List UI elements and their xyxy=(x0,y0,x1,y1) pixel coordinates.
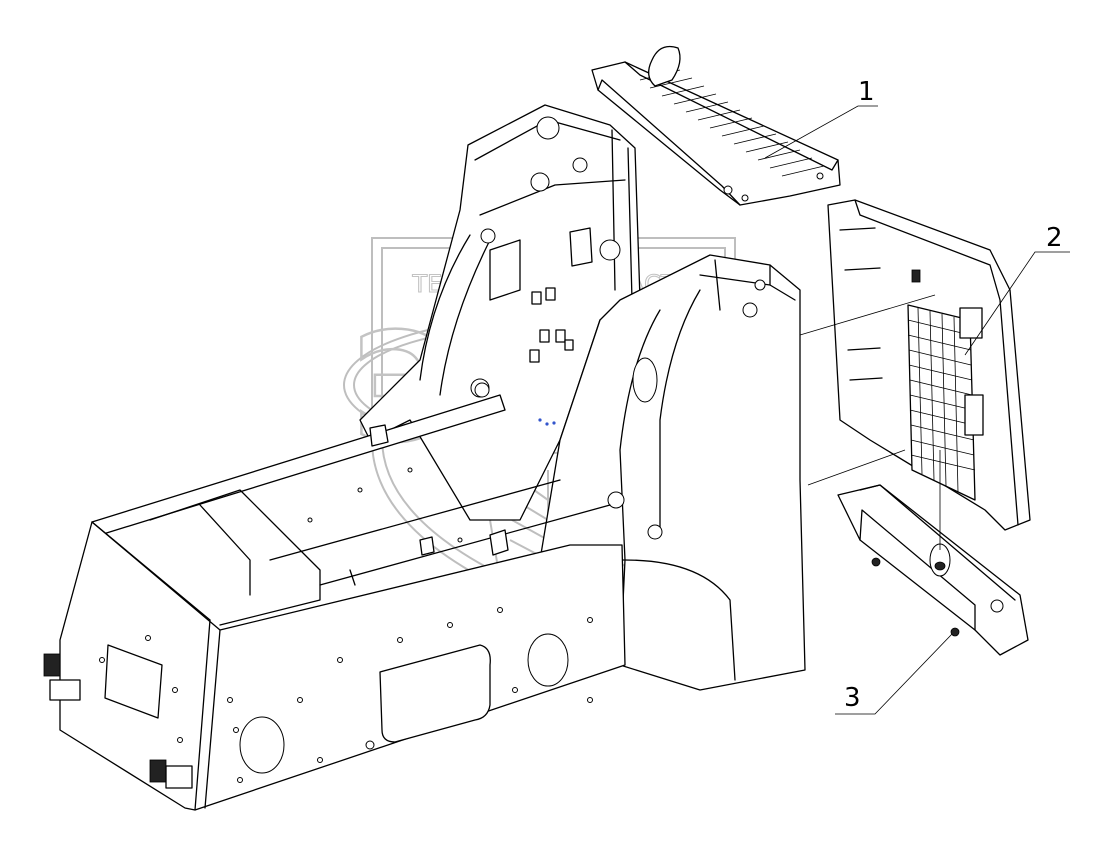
boom-pivot-top xyxy=(536,116,560,140)
callout-1-label: 1 xyxy=(858,77,875,107)
callout-1-leader xyxy=(764,105,878,159)
part-1-top-grille-cover xyxy=(591,45,841,206)
pivot-bushing xyxy=(599,239,621,261)
radiator-mesh xyxy=(907,304,976,501)
callout-2-label: 2 xyxy=(1046,223,1063,253)
callout-3-leader xyxy=(835,633,953,715)
assembly-lines xyxy=(799,294,941,550)
hinge-rear-lower xyxy=(149,759,167,783)
callout-2: 2 xyxy=(964,223,1070,356)
axle-hole-front xyxy=(527,633,569,687)
callout-3-label: 3 xyxy=(844,683,861,713)
callout-2-leader xyxy=(964,251,1070,356)
nut-right xyxy=(950,627,960,637)
callout-1: 1 xyxy=(764,77,878,159)
part-2-radiator-grille-panel xyxy=(827,199,1031,531)
right-boom-tower xyxy=(474,254,806,691)
accent-fastener-dots xyxy=(538,418,556,426)
frame-bolt-holes xyxy=(99,467,593,783)
nut-left xyxy=(871,557,881,567)
hinge-rear-upper xyxy=(43,653,61,677)
callout-3: 3 xyxy=(835,633,953,715)
side-inspection-cover xyxy=(379,644,491,743)
tower-access-hole xyxy=(632,357,658,403)
rear-access-panel xyxy=(104,644,163,719)
grille-louvres xyxy=(639,69,825,177)
axle-hole-rear xyxy=(239,716,285,774)
exhaust-pipe xyxy=(648,45,681,87)
chassis-base-frame xyxy=(43,394,626,811)
